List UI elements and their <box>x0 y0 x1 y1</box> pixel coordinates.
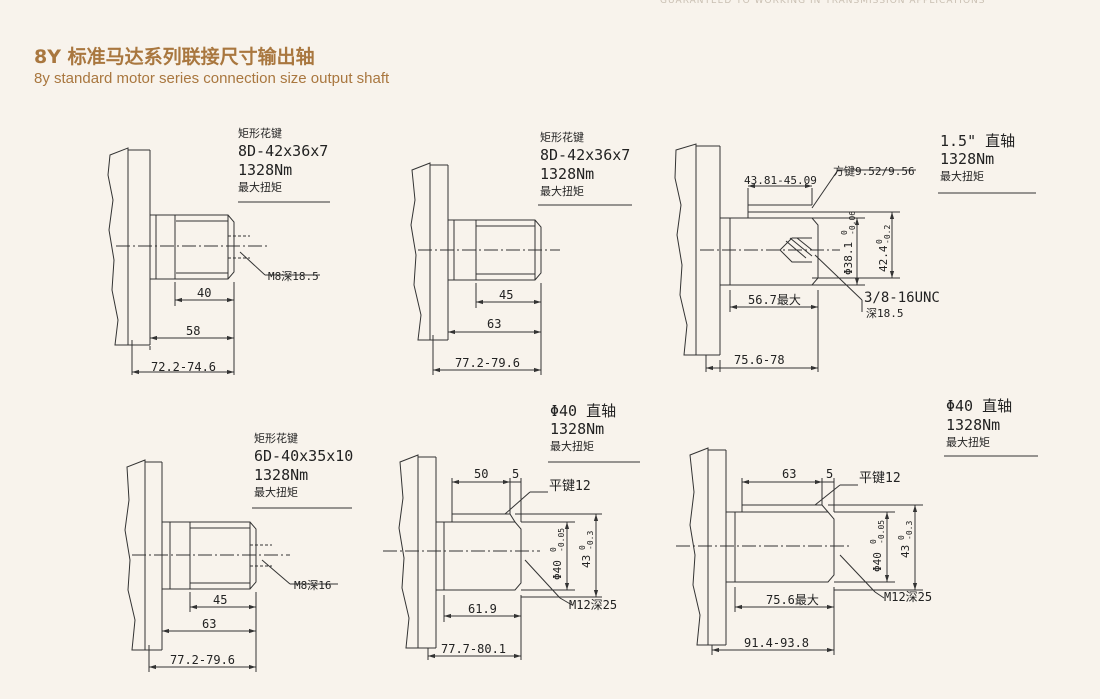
shaft-3-dia2: 42.4 <box>877 245 890 272</box>
shaft-1-labels: 矩形花键 8D-42x36x7 1328Nm 最大扭矩 M8深18.5 40 5… <box>151 126 328 374</box>
shaft-6-labels: Φ40 直轴 1328Nm 最大扭矩 63 5 平键12 M12深25 75.6… <box>744 397 1012 650</box>
shaft-5-shaft-len: 61.9 <box>468 602 497 616</box>
shaft-3-drawing <box>674 143 1036 372</box>
shaft-4-spec-note: 最大扭矩 <box>254 485 298 499</box>
shaft-1-shaft-len: 58 <box>186 324 200 338</box>
shaft-1-drawing <box>107 147 330 375</box>
shaft-5-key: 平键12 <box>549 479 591 494</box>
shaft-3-dia1-tol-up: 0 <box>840 230 849 235</box>
shaft-6-dia2: 43 <box>899 545 912 558</box>
shaft-2-spec-note: 最大扭矩 <box>540 184 584 198</box>
shaft-3-dia2-tol-low: -0.2 <box>883 225 892 244</box>
shaft-6-dia1-tol-up: 0 <box>869 539 878 544</box>
shaft-1-spec-code: 8D-42x36x7 <box>238 142 328 160</box>
shaft-5-labels: Φ40 直轴 1328Nm 最大扭矩 50 5 平键12 M12深25 61.9… <box>441 402 617 656</box>
shaft-1-spec-note: 最大扭矩 <box>238 180 282 194</box>
shaft-2-spec-torque: 1328Nm <box>540 165 594 183</box>
shaft-6-key-off: 5 <box>826 467 833 481</box>
shaft-3-labels: 1.5" 直轴 1328Nm 最大扭矩 43.81-45.09 方键9.52/9… <box>734 132 1015 367</box>
shaft-6-spec-torque: 1328Nm <box>946 416 1000 434</box>
shaft-1-spline-len: 40 <box>197 286 211 300</box>
shaft-6-key: 平键12 <box>859 471 901 486</box>
shaft-1-spec-torque: 1328Nm <box>238 161 292 179</box>
shaft-1-total: 72.2-74.6 <box>151 360 216 374</box>
shaft-5-key-off: 5 <box>512 467 519 481</box>
shaft-3-spec-note: 最大扭矩 <box>940 169 984 183</box>
shaft-3-max-len: 56.7最大 <box>748 293 801 307</box>
shaft-6-dia2-tol-low: -0.3 <box>905 521 914 540</box>
shaft-6-spec-note: 最大扭矩 <box>946 435 990 449</box>
shaft-6-key-len: 63 <box>782 467 796 481</box>
shaft-4-labels: 矩形花键 6D-40x35x10 1328Nm 最大扭矩 M8深16 45 63… <box>170 431 353 667</box>
shaft-2-spline-len: 45 <box>499 288 513 302</box>
page-subtitle: 8y standard motor series connection size… <box>34 70 390 87</box>
shaft-5-dia2-tol-low: -0.3 <box>586 531 595 550</box>
shaft-5-thread: M12深25 <box>569 598 617 612</box>
shaft-3-total: 75.6-78 <box>734 353 785 367</box>
shaft-5-dia1: Φ40 <box>551 560 564 580</box>
shaft-1-spec-type: 矩形花键 <box>238 126 282 140</box>
shaft-2-shaft-len: 63 <box>487 317 501 331</box>
shaft-5-drawing <box>383 454 640 660</box>
shaft-4-spec-code: 6D-40x35x10 <box>254 447 353 465</box>
shaft-3-dia2-tol-up: 0 <box>875 239 884 244</box>
shaft-5-dia2-tol-up: 0 <box>578 545 587 550</box>
top-strip: GUARANTEED TO WORKING IN TRANSMISSION AP… <box>660 0 1040 3</box>
shaft-6-dia1-tol-low: -0.05 <box>877 520 886 544</box>
shaft-2-total: 77.2-79.6 <box>455 356 520 370</box>
shaft-3-thread-depth: 深18.5 <box>866 307 904 320</box>
shaft-2-labels: 矩形花键 8D-42x36x7 1328Nm 最大扭矩 45 63 77.2-7… <box>455 130 630 370</box>
shaft-2-spec-type: 矩形花键 <box>540 130 584 144</box>
shaft-3-key: 方键9.52/9.56 <box>833 164 915 178</box>
shaft-5-spec-torque: 1328Nm <box>550 420 604 438</box>
shaft-1-thread: M8深18.5 <box>268 270 319 283</box>
shaft-3-spec-torque: 1328Nm <box>940 150 994 168</box>
shaft-5-spec-note: 最大扭矩 <box>550 439 594 453</box>
shaft-5-spec-type: Φ40 直轴 <box>550 402 616 420</box>
shaft-5-dia2: 43 <box>580 555 593 568</box>
shaft-6-drawing <box>676 447 1038 655</box>
shaft-6-max-len: 75.6最大 <box>766 593 819 607</box>
shaft-4-spec-torque: 1328Nm <box>254 466 308 484</box>
shaft-6-dia1: Φ40 <box>871 552 884 572</box>
shaft-2-spec-code: 8D-42x36x7 <box>540 146 630 164</box>
shaft-4-shaft-len: 63 <box>202 617 216 631</box>
shaft-2-drawing <box>410 162 632 375</box>
shaft-3-dia1-tol-low: -0.06 <box>848 211 857 235</box>
shaft-3-key-pos: 43.81-45.09 <box>744 174 817 187</box>
shaft-5-dia1-tol-up: 0 <box>549 547 558 552</box>
shaft-5-dia1-tol-low: -0.05 <box>557 528 566 552</box>
shaft-5-total: 77.7-80.1 <box>441 642 506 656</box>
page-title: 8Y 标准马达系列联接尺寸输出轴 <box>34 46 315 68</box>
shaft-4-spec-type: 矩形花键 <box>254 431 298 445</box>
shaft-3-dia1: Φ38.1 <box>842 242 855 275</box>
shaft-3-spec-type: 1.5" 直轴 <box>940 132 1015 150</box>
shaft-6-thread: M12深25 <box>884 590 932 604</box>
shaft-6-dia2-tol-up: 0 <box>897 535 906 540</box>
shaft-4-spline-len: 45 <box>213 593 227 607</box>
shaft-4-thread: M8深16 <box>294 579 332 592</box>
shaft-4-drawing <box>124 459 352 672</box>
shaft-6-total: 91.4-93.8 <box>744 636 809 650</box>
shaft-4-total: 77.2-79.6 <box>170 653 235 667</box>
shaft-6-spec-type: Φ40 直轴 <box>946 397 1012 415</box>
shaft-5-key-len: 50 <box>474 467 488 481</box>
shaft-3-thread: 3/8-16UNC <box>864 290 940 306</box>
